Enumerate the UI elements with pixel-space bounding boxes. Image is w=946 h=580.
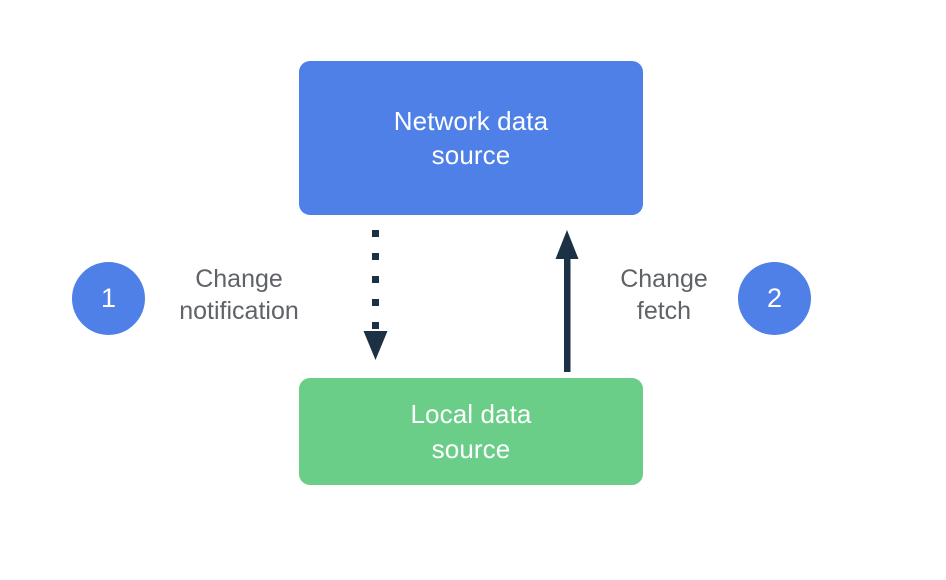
node-network-data-source[interactable]: Network data source <box>299 61 643 215</box>
node-network-data-source-label: Network data source <box>393 105 549 170</box>
step-badge-1-label: 1 <box>100 283 117 313</box>
step-badge-2-label: 2 <box>766 283 783 313</box>
edge-label-change-fetch: Change fetch <box>620 265 708 325</box>
arrow-up-solid-icon <box>555 230 579 372</box>
arrow-down-dotted-icon <box>363 230 388 360</box>
node-local-data-source-label: Local data source <box>410 399 532 464</box>
step-badge-1: 1 <box>72 262 145 335</box>
node-local-data-source[interactable]: Local data source <box>299 378 643 485</box>
step-badge-2: 2 <box>738 262 811 335</box>
edge-label-change-notification: Change notification <box>179 265 299 325</box>
